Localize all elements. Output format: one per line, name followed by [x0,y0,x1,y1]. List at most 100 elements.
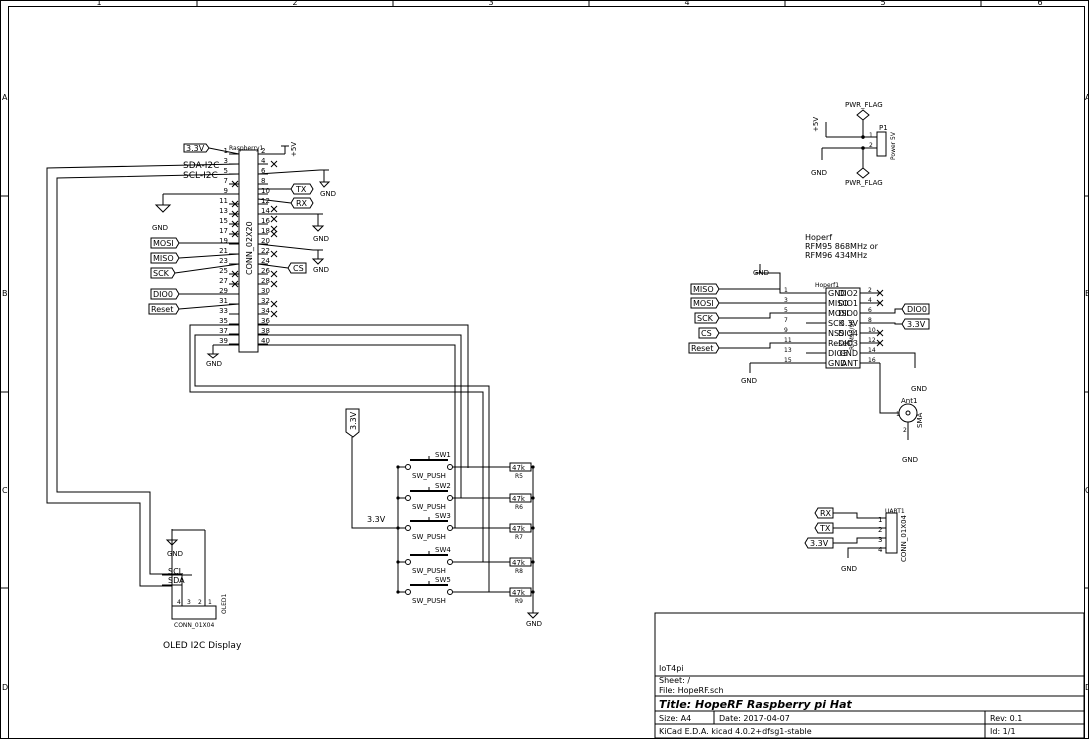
label-scl-i2c: SCL-I2C [183,171,218,181]
switch-contact [447,559,453,565]
gnd-rpi-8: GND [320,190,336,198]
oled-pin-4: 4 [177,599,181,606]
switch-value: SW_PUSH [412,567,446,575]
hoperf-pin-num: 12 [868,337,876,344]
rpi-pin-number: 2 [261,147,265,155]
rpi-pin-number: 19 [219,237,228,245]
tb-tool: KiCad E.D.A. kicad 4.0.2+dfsg1-stable [659,727,812,736]
hoperf-pin-name: GND [828,289,846,298]
frame-row-b: B [2,289,8,298]
junction-dot [531,560,535,564]
tb-size: Size: A4 [659,714,691,723]
gnd-resistors: GND [526,620,542,628]
switch-contact [447,464,453,470]
label-sck-rpi: SCK [153,269,170,278]
rpi-pin-number: 11 [219,197,228,205]
rpi-pin-number: 37 [219,327,228,335]
tb-date: Date: 2017-04-07 [719,714,790,723]
rpi-pin-number: 31 [219,297,228,305]
hoperf-pin-num: 14 [868,347,876,354]
gnd-hoperf-left: GND [741,377,757,385]
uart-value: CONN_01X04 [900,514,908,562]
rpi-pin-number: 35 [219,317,228,325]
switch-value: SW_PUSH [412,597,446,605]
oled-caption: OLED I2C Display [163,641,242,651]
tb-file: File: HopeRF.sch [659,686,724,695]
switch-value: SW_PUSH [412,472,446,480]
hoperf-pin-num: 4 [868,297,872,304]
frame-row-a: A [2,93,8,102]
gnd-uart: GND [841,565,857,573]
hoperf-pin-num: 7 [784,317,788,324]
title-block: IoT4pi Sheet: / File: HopeRF.sch Title: … [654,612,1085,739]
hoperf-pin-name: MOSI [828,309,849,318]
rpi-pin-number: 22 [261,247,270,255]
hoperf-pin-num: 3 [784,297,788,304]
hoperf-pin-num: 6 [868,307,872,314]
label-3v3-rpi-shape [183,143,210,153]
rpi-pin-number: 8 [261,177,265,185]
gnd-hoperf-right: GND [911,385,927,393]
no-connect-mark [270,225,278,233]
resistor-ref: R7 [515,534,523,541]
frame-col-4: 4 [684,0,689,7]
tb-title: Title: HopeRF Raspberry pi Hat [659,698,853,711]
uart-pin-4: 4 [878,546,883,554]
label-tx-uart: TX [819,524,831,533]
hoperf-pin-name: DIO2 [838,289,858,298]
resistor-value: 47k [512,559,526,567]
resistor-value: 47k [512,495,526,503]
rpi-pin-number: 40 [261,337,270,345]
tb-sheet: Sheet: / [659,676,690,685]
pwr-flag-top: PWR_FLAG [845,101,883,109]
hoperf-pin-name: DIO0 [838,309,858,318]
resistor-ref: R9 [515,598,523,605]
frame-col-2: 2 [292,0,297,7]
frame-row-a-right: A [1085,93,1089,102]
uart-connector: UART1 CONN_01X04 1 2 3 4 RX TX 3.3V [804,507,908,562]
hoperf-pin-name: GND [828,359,846,368]
resistor-ref: R6 [515,504,523,511]
gnd-rpi-14: GND [313,235,329,243]
hoperf-pin-name: Reset [828,339,850,348]
junction-dot [396,496,400,500]
frame-col-6: 6 [1037,0,1042,7]
switch-contact [405,589,411,595]
no-connect-mark [876,289,884,297]
switch-supply-text: 3.3V [367,515,386,524]
no-connect-mark [270,215,278,223]
oled-ref: OLED1 [221,594,228,614]
no-connect-mark [231,270,239,278]
resistor-body [509,557,532,567]
hoperf-pin-name: DIO4 [838,329,858,338]
p1-pin-2: 2 [869,142,873,149]
hoperf-pin-name: NSS [828,329,844,338]
oled-value: CONN_01X04 [174,622,214,629]
rpi-pin-number: 15 [219,217,228,225]
switch-ref: SW5 [435,576,451,584]
no-connect-mark [231,210,239,218]
raspberry-value: CONN_02X20 [245,221,254,275]
tb-project: IoT4pi [659,664,684,673]
rpi-pin-number: 24 [261,257,270,265]
oled-scl: SCL [168,567,184,576]
hoperf-pin-name: MISO [828,299,849,308]
hoperf-pin-name: 3.3V [840,319,859,328]
pwr-5v-rpi: +5V [290,142,298,157]
no-connect-mark [231,180,239,188]
rpi-pin-number: 13 [219,207,228,215]
rpi-pin-number: 21 [219,247,228,255]
tb-id: Id: 1/1 [990,727,1016,736]
rpi-pin-number: 20 [261,237,270,245]
hoperf-pin-name: ANT [842,359,858,368]
no-connect-mark [876,299,884,307]
label-dio0-rpi: DIO0 [153,290,173,299]
label-dio0-hop: DIO0 [907,305,927,314]
label-3v3-rpi: 3.3V [186,144,205,153]
rpi-pin-number: 33 [219,307,228,315]
label-cs-rpi: CS [293,264,304,273]
rpi-pin-number: 32 [261,297,270,305]
switch-ref: SW3 [435,512,451,520]
junction-dot [396,560,400,564]
